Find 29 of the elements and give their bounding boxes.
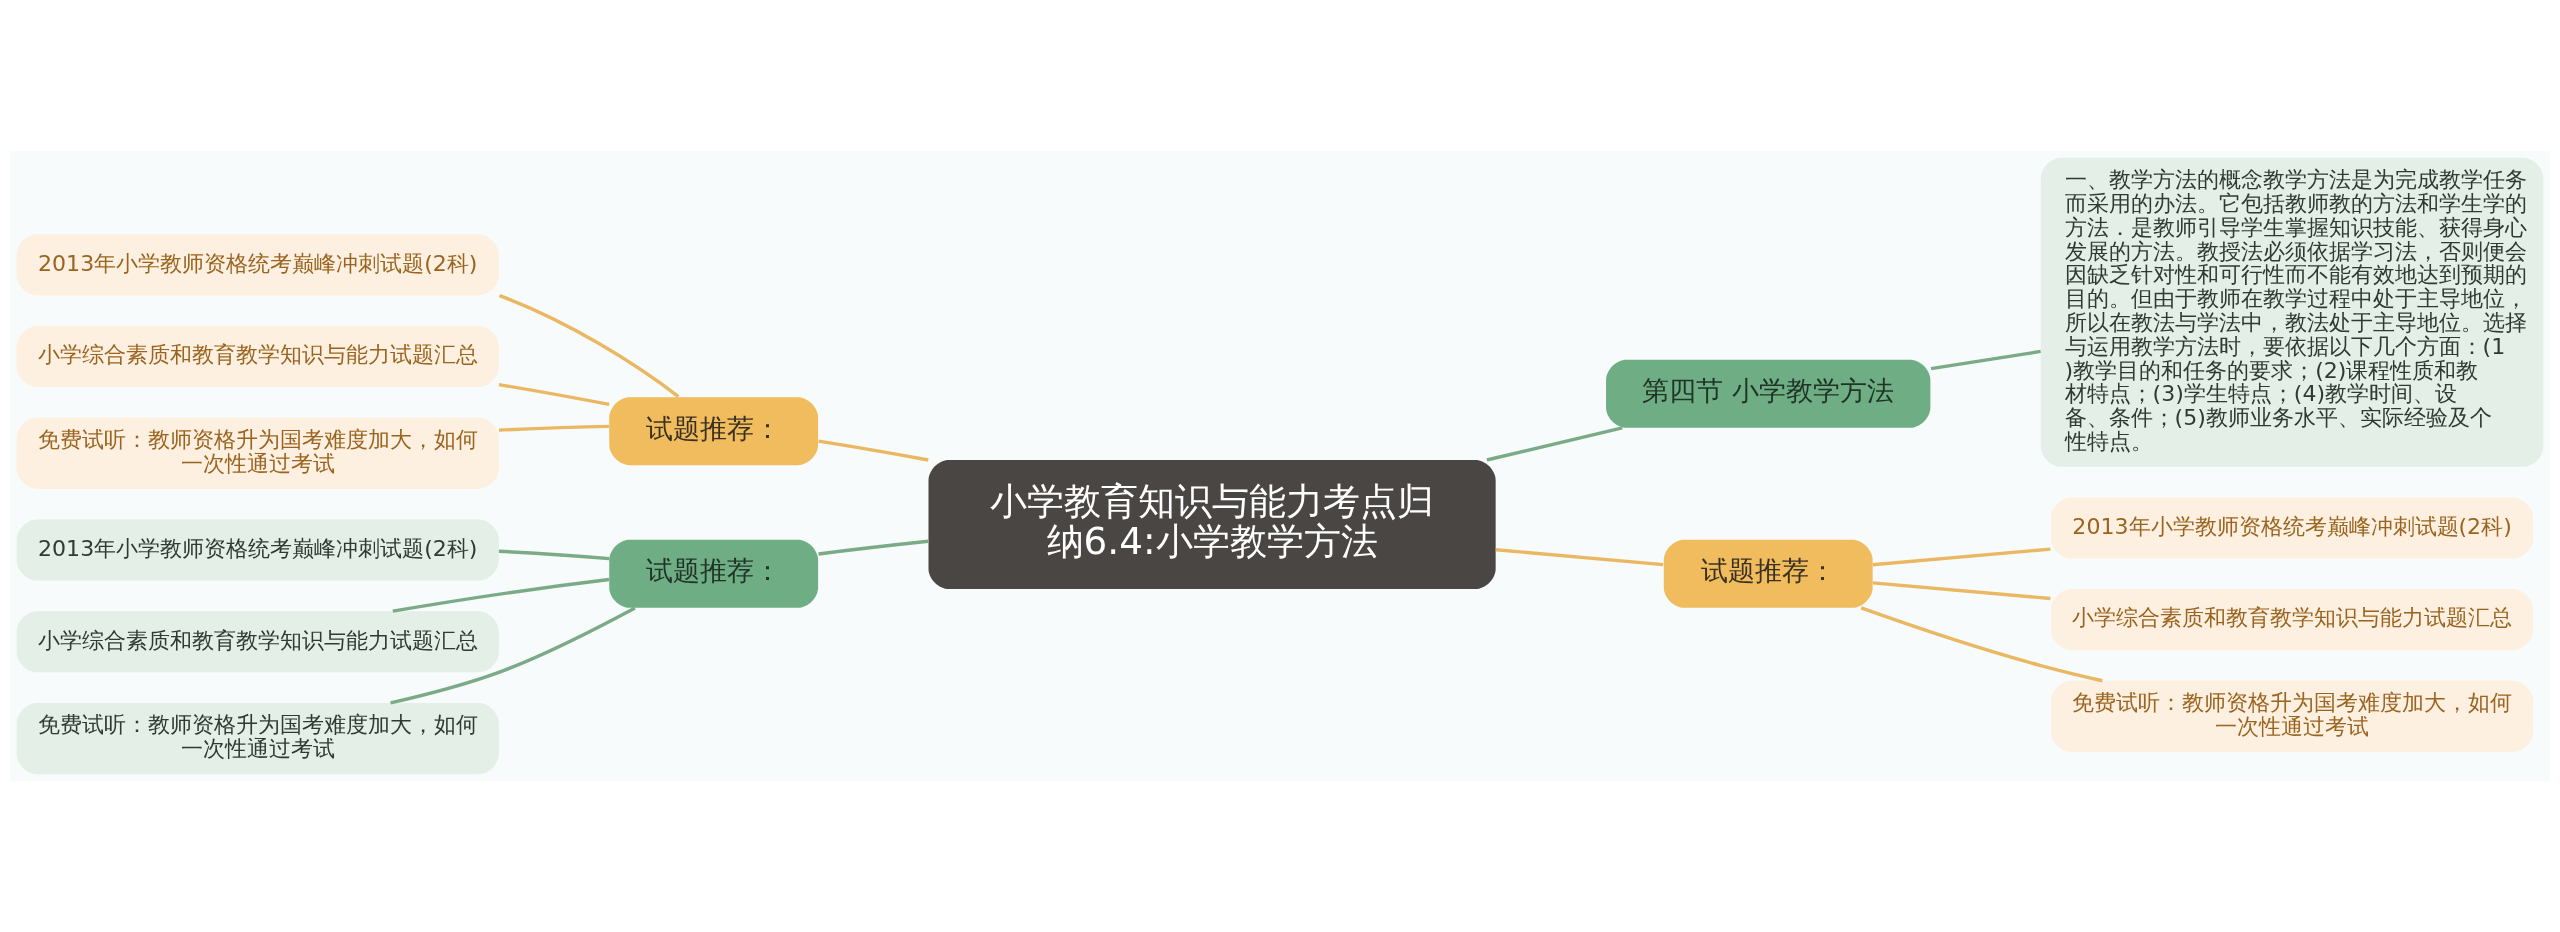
node-box: 免费试听：教师资格升为国考难度加大，如何一次性通过考试 [16,702,499,775]
connector [392,577,610,613]
connector [498,549,610,561]
node-box: 小学综合素质和教育教学知识与能力试题汇总 [2050,589,2534,651]
node-box: 第四节 小学教学方法 [1606,359,1931,428]
node-box: 2013年小学教师资格统考巅峰冲刺试题(2科) [2050,497,2534,559]
connector [1872,547,2051,567]
node-box: 免费试听：教师资格升为国考难度加大，如何一次性通过考试 [2050,680,2534,753]
connector [390,606,636,705]
connector [1486,426,1623,462]
node-box: 一、教学方法的概念教学方法是为完成教学任务而采用的办法。它包括教师教的方法和学生学的方法．是教师引导学生掌握知识技能、获得身心发展的方法。教授法必须依据学习法，否则便会因缺乏针对性和可行性而不能有效地达到预期的目的。但由于教师在教学过程中处于主导地位，所以在教法与学法中，教法处于主导地位。选择与运用教学方法时，要依据以下几个方面：(1)教学目的和任务的要求；(2)课程性质和教材特点；(3)学生特点；(4)教学时间、设备、条件；(5)教师业务水平、实际经验及个性特点。 [2040,157,2544,467]
node-box: 小学综合素质和教育教学知识与能力试题汇总 [16,325,499,388]
node-box: 小学综合素质和教育教学知识与能力试题汇总 [16,611,499,673]
node-box: 免费试听：教师资格升为国考难度加大，如何一次性通过考试 [16,417,499,489]
connector [498,293,680,399]
node-box: 试题推荐： [609,539,819,608]
connector [1872,581,2051,601]
connector [818,439,929,462]
connector [818,539,929,556]
connector [498,382,610,407]
node-box: 试题推荐： [1663,539,1873,608]
node-box: 试题推荐： [609,397,819,466]
connector [1860,606,2103,683]
connector [498,424,610,432]
node-box: 2013年小学教师资格统考巅峰冲刺试题(2科) [16,519,499,581]
node-box: 2013年小学教师资格统考巅峰冲刺试题(2科) [16,234,499,296]
connector [1930,349,2041,371]
node-box: 小学教育知识与能力考点归纳6.4:小学教学方法 [928,460,1496,590]
connector [1495,548,1664,567]
